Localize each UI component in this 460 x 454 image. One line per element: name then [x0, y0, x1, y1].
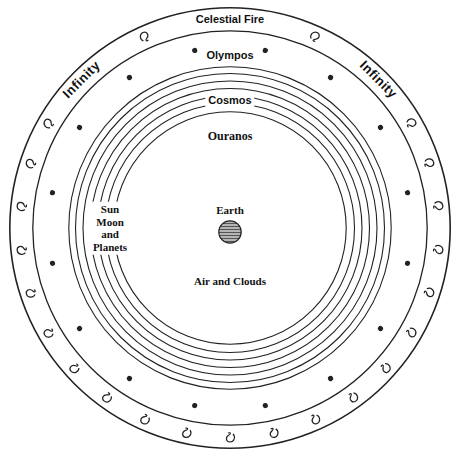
infinity-sphere: Celestial FireInfinityInfinityOlymposCos… [9, 7, 451, 449]
fire-symbol [139, 31, 150, 43]
sphere-outline-circle [219, 221, 241, 243]
star-dots [49, 47, 410, 408]
fire-symbol [69, 362, 81, 374]
star-dot [49, 190, 55, 196]
sphere-outline-circle [10, 8, 450, 448]
fire-symbol [43, 327, 55, 339]
fire-symbol [140, 414, 151, 426]
fire-symbol [309, 31, 320, 43]
sphere-ring [106, 104, 355, 353]
star-dot [126, 74, 133, 81]
fire-symbol [380, 362, 392, 374]
star-dot [76, 124, 83, 131]
fire-symbol [433, 201, 443, 210]
fire-symbol [424, 287, 435, 297]
star-dot [327, 375, 334, 382]
star-dot [377, 325, 384, 332]
sphere-ring [98, 96, 362, 360]
sphere-label: Sun Moon and Planets [87, 202, 133, 255]
region-label: Air and Clouds [194, 275, 266, 288]
fire-symbol [101, 392, 113, 404]
star-dot [404, 190, 410, 196]
fire-symbol [423, 158, 434, 168]
sphere-outline-circle [33, 31, 427, 425]
star-dot [126, 375, 133, 382]
fire-symbol [25, 158, 36, 168]
cosmos-sphere: CosmosSun Moon and PlanetsOuranosAir and… [68, 66, 392, 390]
star-dot [262, 402, 268, 408]
fire-symbol [226, 433, 234, 442]
fire-symbol [433, 245, 443, 254]
fire-symbol [182, 428, 192, 439]
star-dot [377, 124, 384, 131]
sphere-label: Ouranos [208, 130, 253, 144]
fire-symbol [310, 413, 321, 425]
cosmos-rings [76, 74, 385, 383]
sphere-outline [218, 220, 242, 244]
sphere-ring [76, 74, 385, 383]
sphere-ring [83, 81, 377, 375]
earth-globe: Earth [218, 220, 242, 244]
fire-symbol [25, 288, 36, 298]
fire-symbol [406, 327, 418, 339]
ouranos-sphere: OuranosAir and Clouds Earth [113, 111, 347, 345]
olympos-sphere: OlymposCosmosSun Moon and PlanetsOuranos… [32, 30, 428, 426]
fire-symbol [42, 118, 54, 130]
star-dot [192, 402, 198, 408]
sphere-outline-circle [114, 112, 346, 344]
globe-label: Earth [216, 204, 244, 217]
sphere-label: Cosmos [205, 93, 254, 108]
fire-symbol [269, 427, 279, 438]
fire-symbols [17, 31, 444, 442]
star-dot [327, 74, 334, 81]
fire-symbol [405, 117, 417, 129]
fire-symbol [17, 246, 27, 255]
star-dot [262, 47, 268, 53]
star-dot [192, 47, 198, 53]
sphere-label: Celestial Fire [196, 13, 264, 26]
fire-symbol [17, 202, 27, 211]
star-dot [49, 260, 55, 266]
fire-symbol [347, 391, 359, 403]
star-dot [76, 325, 83, 332]
sphere-outline-circle [69, 67, 391, 389]
sphere-label: Olympos [206, 49, 253, 62]
star-dot [404, 260, 410, 266]
